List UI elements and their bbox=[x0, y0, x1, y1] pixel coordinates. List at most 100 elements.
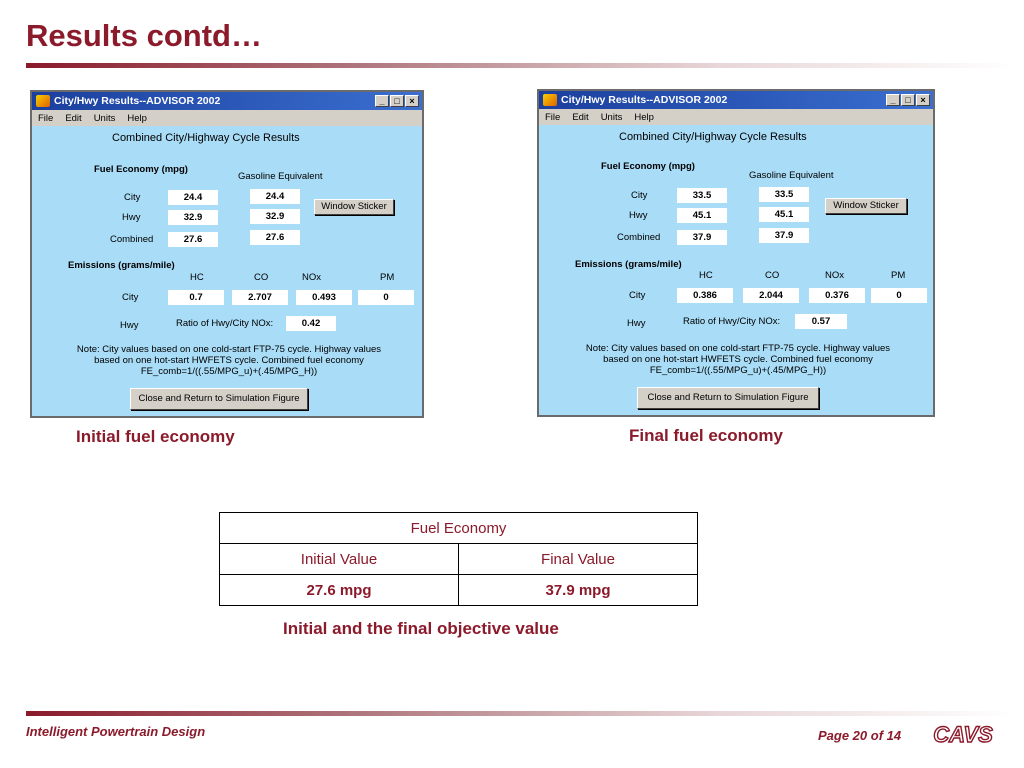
note-line-3: FE_comb=1/((.55/MPG_u)+(.45/MPG_H)) bbox=[649, 365, 827, 376]
city-label: City bbox=[124, 192, 141, 203]
co-field[interactable]: 2.044 bbox=[743, 288, 799, 303]
nox-field[interactable]: 0.376 bbox=[809, 288, 865, 303]
page-number: Page 20 of 14 bbox=[818, 728, 902, 743]
final-value-cell: 37.9 mpg bbox=[458, 574, 698, 606]
maximize-icon[interactable]: □ bbox=[390, 95, 404, 107]
window-titlebar[interactable]: City/Hwy Results--ADVISOR 2002 _ □ × bbox=[32, 92, 422, 110]
menu-file[interactable]: File bbox=[545, 111, 561, 123]
cycle-note: Note: City values based on one cold-star… bbox=[36, 344, 422, 377]
matlab-logo-icon bbox=[36, 95, 50, 107]
hc-label: HC bbox=[699, 270, 713, 281]
menu-bar: File Edit Units Help bbox=[539, 109, 933, 125]
initial-value-cell: 27.6 mpg bbox=[219, 574, 459, 606]
results-heading: Combined City/Highway Cycle Results bbox=[619, 131, 807, 143]
table-row: Initial Value Final Value bbox=[219, 543, 698, 575]
cycle-note: Note: City values based on one cold-star… bbox=[543, 343, 933, 376]
ratio-label: Ratio of Hwy/City NOx: bbox=[176, 318, 274, 329]
note-line-2: based on one hot-start HWFETS cycle. Com… bbox=[603, 354, 873, 365]
menu-help[interactable]: Help bbox=[127, 112, 147, 124]
menu-units[interactable]: Units bbox=[600, 111, 623, 123]
nox-label: NOx bbox=[302, 272, 321, 283]
co-label: CO bbox=[765, 270, 780, 281]
nox-ratio-field[interactable]: 0.57 bbox=[795, 314, 847, 329]
note-line-1: Note: City values based on one cold-star… bbox=[585, 343, 891, 354]
pm-field[interactable]: 0 bbox=[871, 288, 927, 303]
nox-ratio-field[interactable]: 0.42 bbox=[286, 316, 336, 331]
hwy-gas-equiv-field[interactable]: 32.9 bbox=[250, 209, 300, 224]
hc-field[interactable]: 0.386 bbox=[677, 288, 733, 303]
pm-label: PM bbox=[891, 270, 906, 281]
window-sticker-button[interactable]: Window Sticker bbox=[314, 199, 394, 215]
window-body: Combined City/Highway Cycle Results Fuel… bbox=[32, 126, 422, 416]
menu-file[interactable]: File bbox=[38, 112, 54, 124]
close-icon[interactable]: × bbox=[405, 95, 419, 107]
results-heading: Combined City/Highway Cycle Results bbox=[112, 132, 300, 144]
menu-edit[interactable]: Edit bbox=[572, 111, 589, 123]
hwy-mpg-field[interactable]: 45.1 bbox=[677, 208, 727, 223]
close-icon[interactable]: × bbox=[916, 94, 930, 106]
emissions-label: Emissions (grams/mile) bbox=[575, 259, 682, 270]
city-gas-equiv-field[interactable]: 24.4 bbox=[250, 189, 300, 204]
menu-edit[interactable]: Edit bbox=[65, 112, 82, 124]
pm-label: PM bbox=[380, 272, 395, 283]
gasoline-equivalent-label: Gasoline Equivalent bbox=[238, 171, 323, 182]
window-titlebar[interactable]: City/Hwy Results--ADVISOR 2002 _ □ × bbox=[539, 91, 933, 109]
objective-caption: Initial and the final objective value bbox=[283, 619, 559, 638]
table-row: 27.6 mpg 37.9 mpg bbox=[219, 574, 698, 606]
co-label: CO bbox=[254, 272, 269, 283]
maximize-icon[interactable]: □ bbox=[901, 94, 915, 106]
table-header-row: Fuel Economy bbox=[219, 512, 698, 544]
combined-mpg-field[interactable]: 27.6 bbox=[168, 232, 218, 247]
close-return-button[interactable]: Close and Return to Simulation Figure bbox=[637, 387, 819, 409]
combined-label: Combined bbox=[617, 232, 661, 243]
menu-units[interactable]: Units bbox=[93, 112, 116, 124]
fuel-economy-label: Fuel Economy (mpg) bbox=[601, 161, 695, 172]
window-sticker-button[interactable]: Window Sticker bbox=[825, 198, 907, 214]
hwy-label: Hwy bbox=[629, 210, 648, 221]
emissions-city-label: City bbox=[629, 290, 646, 301]
footer-title: Intelligent Powertrain Design bbox=[26, 724, 206, 739]
matlab-logo-icon bbox=[543, 94, 557, 106]
final-results-window: City/Hwy Results--ADVISOR 2002 _ □ × Fil… bbox=[537, 89, 935, 417]
hwy-mpg-field[interactable]: 32.9 bbox=[168, 210, 218, 225]
hc-label: HC bbox=[190, 272, 204, 283]
close-return-button[interactable]: Close and Return to Simulation Figure bbox=[130, 388, 308, 410]
emissions-hwy-label: Hwy bbox=[627, 318, 646, 329]
final-caption: Final fuel economy bbox=[629, 426, 783, 445]
hc-field[interactable]: 0.7 bbox=[168, 290, 224, 305]
col-initial-header: Initial Value bbox=[219, 543, 459, 575]
initial-caption: Initial fuel economy bbox=[76, 427, 235, 446]
emissions-hwy-label: Hwy bbox=[120, 320, 139, 331]
note-line-2: based on one hot-start HWFETS cycle. Com… bbox=[94, 355, 364, 366]
combined-mpg-field[interactable]: 37.9 bbox=[677, 230, 727, 245]
minimize-icon[interactable]: _ bbox=[375, 95, 389, 107]
menu-bar: File Edit Units Help bbox=[32, 110, 422, 126]
city-label: City bbox=[631, 190, 648, 201]
combined-label: Combined bbox=[110, 234, 154, 245]
window-title: City/Hwy Results--ADVISOR 2002 bbox=[54, 95, 221, 107]
initial-results-window: City/Hwy Results--ADVISOR 2002 _ □ × Fil… bbox=[30, 90, 424, 418]
slide-title: Results contd… bbox=[26, 18, 262, 53]
gasoline-equivalent-label: Gasoline Equivalent bbox=[749, 170, 834, 181]
note-line-3: FE_comb=1/((.55/MPG_u)+(.45/MPG_H)) bbox=[140, 366, 318, 377]
co-field[interactable]: 2.707 bbox=[232, 290, 288, 305]
hwy-gas-equiv-field[interactable]: 45.1 bbox=[759, 207, 809, 222]
top-divider bbox=[26, 63, 1016, 68]
nox-field[interactable]: 0.493 bbox=[296, 290, 352, 305]
hwy-label: Hwy bbox=[122, 212, 141, 223]
bottom-divider bbox=[26, 711, 1016, 716]
ratio-label: Ratio of Hwy/City NOx: bbox=[683, 316, 781, 327]
cavs-logo-text: CAVS bbox=[933, 722, 993, 747]
pm-field[interactable]: 0 bbox=[358, 290, 414, 305]
city-gas-equiv-field[interactable]: 33.5 bbox=[759, 187, 809, 202]
city-mpg-field[interactable]: 24.4 bbox=[168, 190, 218, 205]
emissions-city-label: City bbox=[122, 292, 139, 303]
menu-help[interactable]: Help bbox=[634, 111, 654, 123]
combined-gas-equiv-field[interactable]: 37.9 bbox=[759, 228, 809, 243]
combined-gas-equiv-field[interactable]: 27.6 bbox=[250, 230, 300, 245]
fuel-economy-label: Fuel Economy (mpg) bbox=[94, 164, 188, 175]
city-mpg-field[interactable]: 33.5 bbox=[677, 188, 727, 203]
window-body: Combined City/Highway Cycle Results Fuel… bbox=[539, 125, 933, 415]
minimize-icon[interactable]: _ bbox=[886, 94, 900, 106]
cavs-logo: CAVS bbox=[933, 722, 994, 748]
